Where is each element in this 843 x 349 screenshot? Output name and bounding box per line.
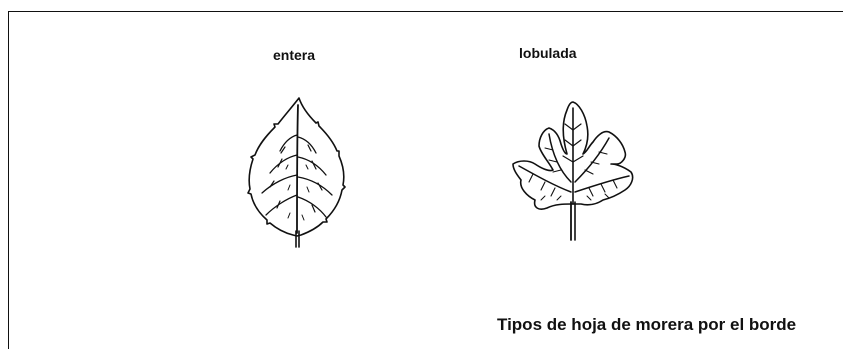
entire-leaf-icon xyxy=(247,97,346,248)
frame-top-border xyxy=(8,11,843,12)
label-entire-leaf: entera xyxy=(273,47,316,63)
lobed-leaf-icon xyxy=(512,101,634,241)
frame-left-border xyxy=(8,11,9,349)
figure-caption: Tipos de hoja de morera por el borde xyxy=(497,315,797,334)
label-lobed-leaf: lobulada xyxy=(519,45,577,61)
